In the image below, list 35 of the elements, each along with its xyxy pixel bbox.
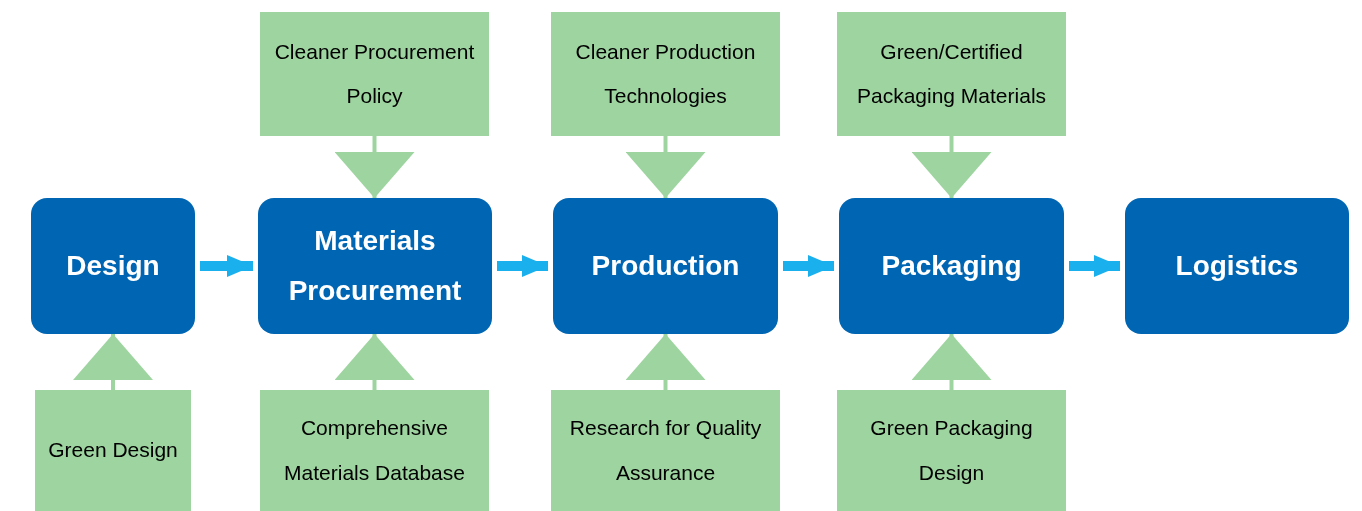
callout-text: Green Design: [48, 437, 178, 464]
callout-pointer: [911, 334, 992, 390]
callout-box: [260, 12, 489, 136]
callout-pointer: [625, 136, 706, 198]
arrow: [783, 255, 834, 277]
callout-text: Comprehensive Materials Database: [283, 415, 466, 486]
callout-pointer: [73, 334, 153, 390]
callout-pointer: [625, 334, 706, 390]
callout-pointer: [334, 136, 415, 198]
callout-text: Cleaner Production Technologies: [574, 38, 757, 109]
arrow: [1069, 255, 1120, 277]
process-box: [31, 198, 195, 334]
callout-text: Green Packaging Design: [869, 415, 1034, 486]
callout-pointer: [334, 334, 415, 390]
callout-box: [551, 390, 780, 511]
callout-pointer: [911, 136, 992, 198]
process-label: Materials Procurement: [287, 223, 463, 308]
callout-text: Research for Quality Assurance: [568, 415, 763, 486]
arrow: [497, 255, 548, 277]
callout-box: [837, 390, 1066, 511]
process-box: [258, 198, 492, 334]
process-box: [553, 198, 778, 334]
callout-text: Cleaner Procurement Policy: [273, 38, 476, 109]
process-label: Design: [66, 248, 160, 283]
callout-box: [260, 390, 489, 511]
callout-box: [837, 12, 1066, 136]
arrow: [200, 255, 253, 277]
process-label: Logistics: [1175, 248, 1299, 283]
process-box: [839, 198, 1064, 334]
callout-text: Green/Certified Packaging Materials: [855, 38, 1048, 109]
callout-box: [35, 390, 191, 511]
process-box: [1125, 198, 1349, 334]
process-label: Production: [591, 248, 740, 283]
process-label: Packaging: [881, 248, 1022, 283]
callout-box: [551, 12, 780, 136]
